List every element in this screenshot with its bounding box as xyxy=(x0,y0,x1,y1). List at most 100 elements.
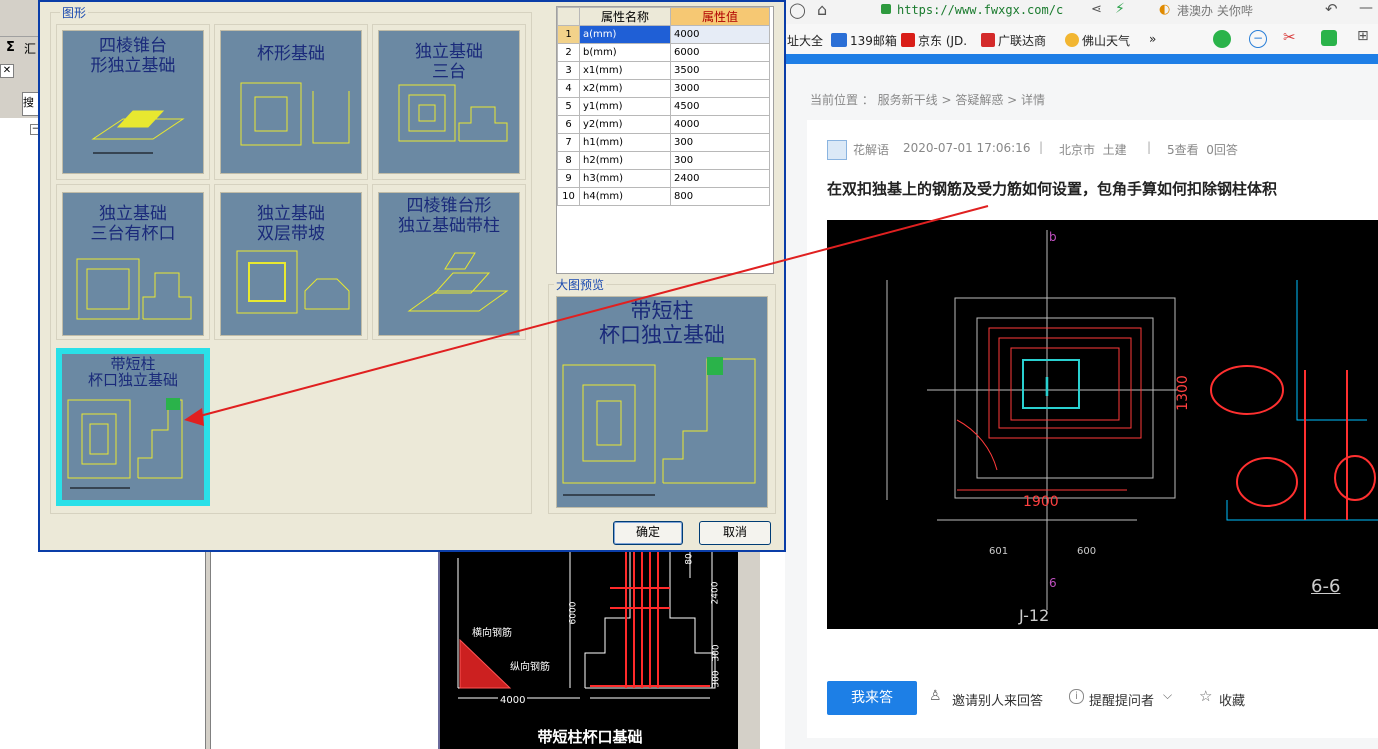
invite-link[interactable]: 邀请别人来回答 xyxy=(952,694,1044,709)
tile-diagram xyxy=(407,252,509,312)
row-number: 8 xyxy=(557,151,580,170)
search-engine-icon[interactable]: ◐ xyxy=(1159,2,1171,17)
grid-icon[interactable]: ⊞ xyxy=(1357,28,1369,44)
property-name[interactable]: h4(mm) xyxy=(579,187,671,206)
sigma-tab[interactable]: Σ xyxy=(6,40,15,55)
property-name[interactable]: x1(mm) xyxy=(579,61,671,80)
property-value[interactable]: 300 xyxy=(670,151,770,170)
row-number: 5 xyxy=(557,97,580,116)
shape-tile-cup-footing[interactable]: 杯形基础 xyxy=(220,30,362,174)
property-value[interactable]: 4000 xyxy=(670,115,770,134)
cad-dim-height: 6000 xyxy=(568,601,579,625)
scissors-icon[interactable]: ✂ xyxy=(1283,28,1296,46)
preview-diagram xyxy=(562,357,756,496)
ok-button[interactable]: 确定 xyxy=(613,521,683,545)
plugin-icon[interactable] xyxy=(1321,30,1337,46)
tile-title: 独立基础 xyxy=(415,42,483,62)
bookmark-jd[interactable]: 京东 (JD. xyxy=(901,32,967,49)
weather-icon xyxy=(1065,33,1079,47)
svg-text:I: I xyxy=(1043,373,1051,403)
drawing-dim-1300: 1300 xyxy=(1174,375,1191,411)
property-name[interactable]: h3(mm) xyxy=(579,169,671,188)
cancel-button[interactable]: 取消 xyxy=(699,521,771,545)
shape-tile-three-step-cup-footing[interactable]: 独立基础 三台有杯口 xyxy=(62,192,204,336)
cad-dim-r3: 300 xyxy=(711,670,722,688)
shape-selection-dialog: 图形 四棱锥台 形独立基础 杯形基础 独立基础 三台 独立基 xyxy=(38,0,786,552)
property-value[interactable]: 2400 xyxy=(670,169,770,188)
tile-diagram xyxy=(67,398,183,489)
cad-drawing-svg xyxy=(457,548,716,699)
shape-tile-three-step-footing[interactable]: 独立基础 三台 xyxy=(378,30,520,174)
tile-diagram xyxy=(76,258,192,320)
question-drawing[interactable]: I b 1900 1300 601 600 6 J-12 6-6 xyxy=(827,220,1378,629)
property-name[interactable]: x2(mm) xyxy=(579,79,671,98)
shape-tile-pyramid-footing[interactable]: 四棱锥台 形独立基础 xyxy=(62,30,204,174)
chevron-down-icon[interactable]: ⌵ xyxy=(1163,688,1173,702)
summary-tab[interactable]: 汇 xyxy=(24,42,37,56)
row-number: 10 xyxy=(557,187,580,206)
cad-title: 带短柱杯口基础 xyxy=(537,728,643,746)
bookmark-139mail[interactable]: 139邮箱 xyxy=(831,32,897,49)
property-name[interactable]: h1(mm) xyxy=(579,133,671,152)
property-value[interactable]: 4500 xyxy=(670,97,770,116)
cad-dim-r2: 300 xyxy=(711,644,722,662)
bookmark-glodon[interactable]: 广联达商 xyxy=(981,32,1046,49)
back-icon[interactable]: ◯ xyxy=(789,1,806,19)
minus-circle-icon[interactable]: − xyxy=(1249,30,1267,48)
property-value[interactable]: 4000 xyxy=(670,25,770,44)
answer-button[interactable]: 我来答 xyxy=(827,681,917,715)
author-name[interactable]: 花解语 xyxy=(853,143,890,157)
property-value[interactable]: 6000 xyxy=(670,43,770,62)
remind-link[interactable]: 提醒提问者 xyxy=(1089,694,1155,709)
post-date: 2020-07-01 17:06:16 xyxy=(903,141,1031,155)
breadcrumb: 当前位置 ： 服务新干线 > 答疑解惑 > 详情 xyxy=(810,93,1045,107)
lock-icon xyxy=(881,4,891,14)
property-name[interactable]: y2(mm) xyxy=(579,115,671,134)
shape-tile-double-slope-footing[interactable]: 独立基础 双层带坡 xyxy=(220,192,362,336)
row-number: 3 xyxy=(557,61,580,80)
table-row[interactable]: 1 a(mm) 4000 xyxy=(557,25,770,44)
row-number: 6 xyxy=(557,115,580,134)
browser-window: ◯ ⌂ https://www.fwxgx.com/c ⋖ ⚡ ◐ 港澳办 关你… xyxy=(785,0,1378,749)
property-name[interactable]: h2(mm) xyxy=(579,151,671,170)
bookmark-site-nav[interactable]: 址大全 xyxy=(787,34,824,48)
property-value[interactable]: 3500 xyxy=(670,61,770,80)
chat-icon[interactable] xyxy=(1213,30,1231,48)
close-icon[interactable]: ✕ xyxy=(0,64,14,78)
tile-diagram xyxy=(236,250,350,314)
share-icon[interactable]: ⋖ xyxy=(1091,2,1102,17)
collect-link[interactable]: 收藏 xyxy=(1219,694,1246,709)
col-header-name: 属性名称 xyxy=(579,7,671,26)
bookmark-more[interactable]: » xyxy=(1149,32,1157,46)
location: 北京市 土建 xyxy=(1059,143,1127,157)
drawing-dim-600: 600 xyxy=(1077,546,1097,557)
url-input[interactable]: https://www.fwxgx.com/c xyxy=(897,3,1064,17)
tile-diagram xyxy=(398,84,508,142)
property-value[interactable]: 300 xyxy=(670,133,770,152)
undo-icon[interactable]: ↶ xyxy=(1325,0,1338,18)
property-name[interactable]: a(mm) xyxy=(579,25,671,44)
minimize-icon[interactable]: — xyxy=(1359,0,1373,16)
shape-tile-pyramid-footing-with-column[interactable]: 四棱锥台形 独立基础带柱 xyxy=(378,192,520,336)
drawing-label-b: b xyxy=(1049,230,1057,244)
bookmark-weather[interactable]: 佛山天气 xyxy=(1065,32,1130,49)
property-name[interactable]: y1(mm) xyxy=(579,97,671,116)
lightning-icon[interactable]: ⚡ xyxy=(1115,1,1125,17)
property-name[interactable]: b(mm) xyxy=(579,43,671,62)
shape-tile-short-column-cup-footing[interactable]: 带短柱 杯口独立基础 xyxy=(62,354,204,500)
property-value[interactable]: 800 xyxy=(670,187,770,206)
home-icon[interactable]: ⌂ xyxy=(817,0,828,19)
tile-title: 杯形基础 xyxy=(257,44,325,64)
search-hint[interactable]: 港澳办 关你哔 xyxy=(1177,4,1253,18)
property-value[interactable]: 3000 xyxy=(670,79,770,98)
